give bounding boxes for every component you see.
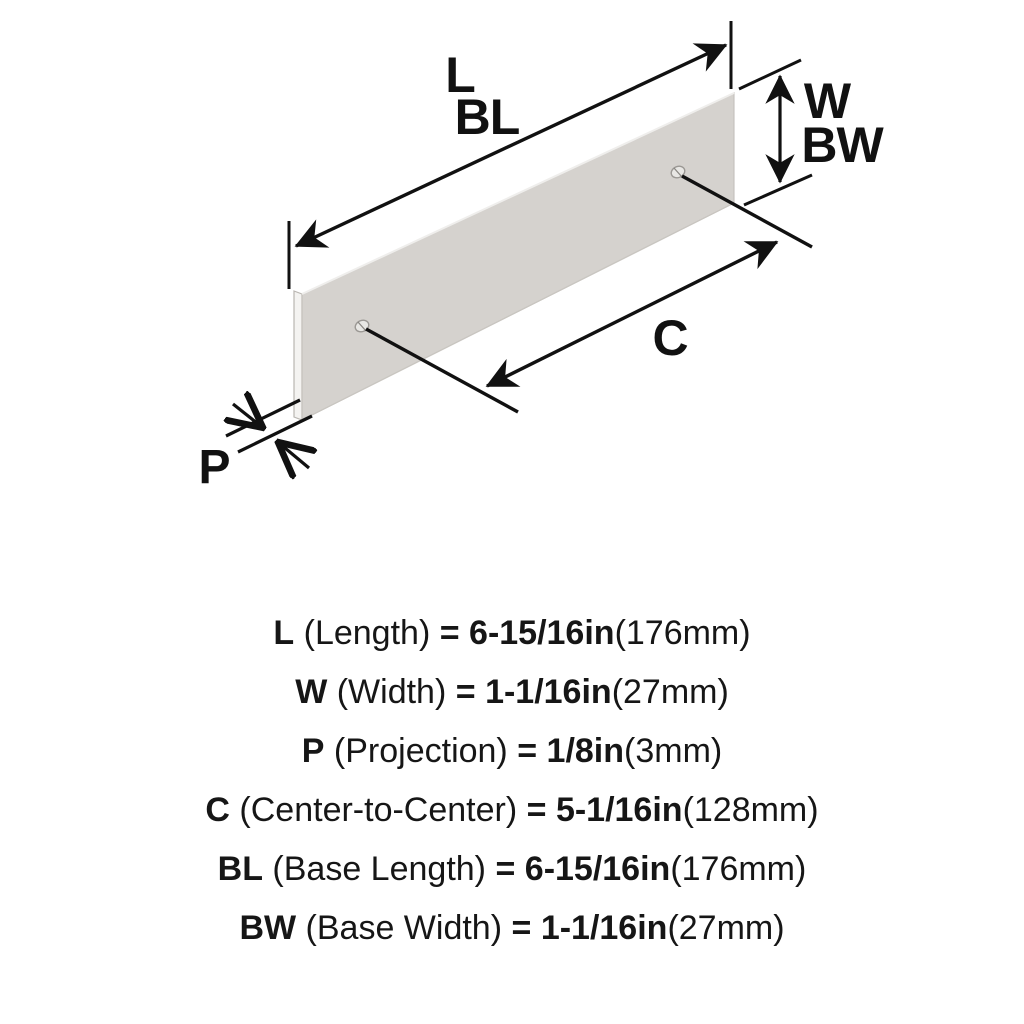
product-dimension-diagram: L BL W BW C bbox=[198, 21, 885, 494]
spec-equals: = bbox=[526, 791, 547, 829]
screw-post-lower-left bbox=[354, 319, 370, 333]
projection-dimension: P bbox=[198, 400, 312, 494]
spec-equals: = bbox=[511, 909, 532, 947]
spec-metric-value: (27mm) bbox=[611, 673, 729, 711]
spec-equals: = bbox=[495, 850, 516, 888]
spec-name: (Length) bbox=[303, 614, 431, 652]
spec-symbol: C bbox=[205, 791, 230, 829]
spec-row-width: W (Width) = 1-1/16in(27mm) bbox=[0, 663, 1024, 722]
length-dimension: L BL bbox=[287, 21, 733, 289]
spec-name: (Base Width) bbox=[305, 909, 503, 947]
spec-row-center-to-center: C (Center-to-Center) = 5-1/16in(128mm) bbox=[0, 781, 1024, 840]
label-center-to-center: C bbox=[652, 310, 687, 366]
width-extension-bottom bbox=[743, 173, 813, 207]
spec-metric-value: (27mm) bbox=[667, 909, 785, 947]
screw-slot-lower bbox=[357, 321, 367, 332]
width-extension-top bbox=[738, 58, 802, 91]
spec-imperial-value: 6-15/16in bbox=[524, 850, 671, 888]
label-projection: P bbox=[198, 441, 229, 494]
spec-equals: = bbox=[517, 732, 538, 770]
spec-symbol: BW bbox=[239, 909, 297, 947]
label-length: L bbox=[445, 47, 475, 103]
spec-metric-value: (176mm) bbox=[614, 614, 751, 652]
label-base-length: BL bbox=[455, 89, 520, 145]
ctc-dimension-arrow bbox=[485, 240, 779, 388]
spec-metric-value: (3mm) bbox=[624, 732, 723, 770]
label-width: W bbox=[804, 73, 852, 129]
spec-imperial-value: 6-15/16in bbox=[469, 614, 615, 652]
center-to-center-dimension: C bbox=[365, 174, 813, 414]
width-dimension: W BW bbox=[738, 58, 885, 207]
spec-symbol: P bbox=[301, 732, 325, 770]
spec-imperial-value: 5-1/16in bbox=[555, 791, 683, 829]
spec-imperial-value: 1-1/16in bbox=[540, 909, 668, 947]
spec-row-base-width: BW (Base Width) = 1-1/16in(27mm) bbox=[0, 899, 1024, 958]
spec-row-length: L (Length) = 6-15/16in(176mm) bbox=[0, 604, 1024, 663]
spec-name: (Center-to-Center) bbox=[239, 791, 518, 829]
spec-symbol: BL bbox=[217, 850, 263, 888]
label-base-width: BW bbox=[801, 117, 884, 173]
spec-imperial-value: 1-1/16in bbox=[485, 673, 612, 711]
projection-extension-back bbox=[237, 414, 313, 454]
spec-metric-value: (176mm) bbox=[670, 850, 807, 888]
length-dimension-arrow bbox=[294, 43, 728, 248]
ctc-extension-left bbox=[365, 327, 519, 414]
spec-imperial-value: 1/8in bbox=[546, 732, 625, 770]
spec-symbol: L bbox=[273, 614, 295, 652]
specification-list: L (Length) = 6-15/16in(176mm) W (Width) … bbox=[0, 604, 1024, 958]
ctc-extension-right bbox=[681, 174, 813, 249]
spec-name: (Width) bbox=[336, 673, 447, 711]
diagram-svg: L BL W BW C bbox=[198, 21, 885, 494]
spec-name: (Projection) bbox=[333, 732, 508, 770]
spec-name: (Base Length) bbox=[272, 850, 487, 888]
spec-row-projection: P (Projection) = 1/8in(3mm) bbox=[0, 722, 1024, 781]
projection-arrow-lower bbox=[279, 443, 309, 468]
spec-equals: = bbox=[455, 673, 476, 711]
spec-row-base-length: BL (Base Length) = 6-15/16in(176mm) bbox=[0, 840, 1024, 899]
spec-symbol: W bbox=[295, 673, 328, 711]
spec-equals: = bbox=[439, 614, 460, 652]
spec-metric-value: (128mm) bbox=[682, 791, 819, 829]
projection-arrow-upper bbox=[233, 404, 262, 427]
